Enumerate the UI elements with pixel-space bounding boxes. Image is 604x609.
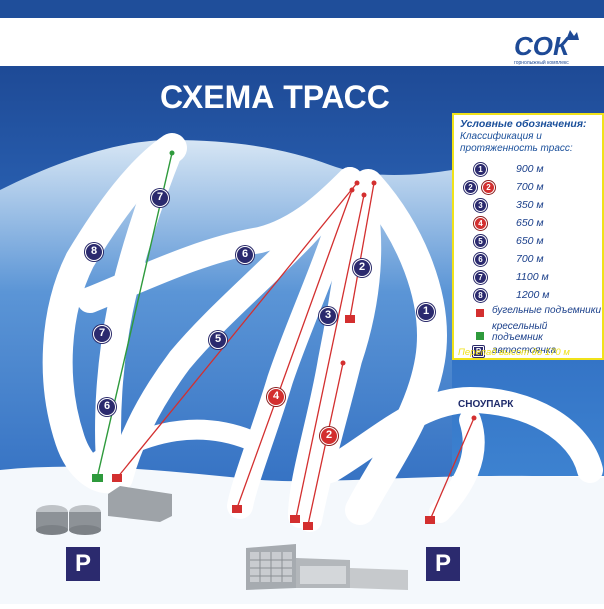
legend-chair-lifts: кресельный подъемник	[492, 321, 548, 343]
trail-marker-7: 7	[93, 325, 111, 343]
legend-row-7: 7 1100 м	[454, 269, 602, 285]
drag-lift-a-station	[112, 474, 122, 482]
legend-badge-8: 8	[474, 289, 487, 302]
parking-sign-right: P	[426, 547, 460, 581]
trail-marker-2: 2	[353, 259, 371, 277]
legend-badge-2a: 2	[464, 181, 477, 194]
drag-lift-c-line	[295, 194, 365, 519]
legend-length-4: 650 м	[516, 217, 544, 229]
trail-marker-2: 2	[320, 427, 338, 445]
legend-length-1: 900 м	[516, 163, 544, 175]
chair-lift-station	[92, 474, 103, 482]
drag-lift-a-line	[116, 182, 358, 479]
drag-lift-d-top	[371, 180, 377, 186]
run-link-a	[90, 419, 260, 470]
legend-row-4: 4 650 м	[454, 215, 602, 231]
drag-lift-legend-icon	[476, 309, 484, 317]
legend-length-8: 1200 м	[516, 289, 550, 301]
legend-row-5: 5 650 м	[454, 233, 602, 249]
parking-legend-icon: P	[473, 346, 484, 357]
trail-marker-8: 8	[85, 243, 103, 261]
trail-marker-3: 3	[319, 307, 337, 325]
buildings	[36, 486, 408, 590]
trail-marker-1: 1	[417, 303, 435, 321]
legend-badge-2b: 2	[482, 181, 495, 194]
legend-length-3: 350 м	[516, 199, 544, 211]
legend-row-8: 8 1200 м	[454, 287, 602, 303]
header-band	[0, 18, 604, 68]
drag-lift-e-top	[340, 360, 346, 366]
drag-lift-b-top	[349, 187, 355, 193]
lodge-left	[108, 486, 172, 522]
map-title: СХЕМА ТРАСС	[160, 79, 390, 115]
lifts	[92, 150, 477, 530]
legend-panel: Условные обозначения: Классификация и пр…	[452, 113, 604, 360]
run-1	[345, 169, 447, 525]
chair-lift-top	[169, 150, 175, 156]
drag-lift-e-station	[303, 522, 313, 530]
tank-2-body	[69, 512, 101, 530]
drag-lift-b-station	[232, 505, 242, 513]
legend-elevation: Перепад высот до 170 м	[458, 347, 570, 358]
drag-lift-d-station	[345, 315, 355, 323]
drag-lift-c-station	[290, 515, 300, 523]
trail-marker-6: 6	[98, 398, 116, 416]
snowpark-run	[317, 387, 603, 483]
legend-length-2: 700 м	[516, 181, 544, 193]
drag-lift-c-top	[361, 192, 367, 198]
legend-badge-6: 6	[474, 253, 487, 266]
snowpark-label: СНОУПАРК	[458, 399, 514, 410]
legend-badge-7: 7	[474, 271, 487, 284]
ski-runs	[42, 133, 603, 532]
logo-mark-icon	[566, 30, 579, 40]
parking-sign-left: P	[66, 547, 100, 581]
tank-1-body	[36, 512, 68, 530]
snowpark-lift-line	[429, 417, 475, 521]
snowpark-lift-station	[425, 516, 435, 524]
brand-logo: СОК горнолыжный комплекс	[514, 30, 579, 66]
logo-tagline: горнолыжный комплекс	[514, 59, 569, 66]
legend-badge-3: 3	[474, 199, 487, 212]
legend-row-6: 6 700 м	[454, 251, 602, 267]
run-8	[42, 133, 187, 494]
legend-length-6: 700 м	[516, 253, 544, 265]
trail-marker-7: 7	[151, 189, 169, 207]
legend-title: Условные обозначения:	[460, 118, 587, 130]
legend-badge-1: 1	[474, 163, 487, 176]
trail-marker-5: 5	[209, 331, 227, 349]
legend-length-7: 1100 м	[516, 271, 549, 283]
hotel-annex	[350, 568, 408, 590]
legend-row-3: 3 350 м	[454, 197, 602, 213]
drag-lift-b-line	[236, 189, 353, 509]
drag-lift-a-top	[354, 180, 360, 186]
legend-subtitle: Классификация и протяженность трасс:	[460, 131, 573, 154]
snowpark-lift-top	[471, 415, 477, 421]
chair-lift-legend-icon	[476, 332, 484, 340]
legend-badge-4: 4	[474, 217, 487, 230]
logo-text: СОК	[514, 31, 571, 61]
top-strip	[0, 0, 604, 18]
legend-row-1: 1 900 м	[454, 161, 602, 177]
snowpark-lane	[429, 409, 485, 523]
legend-length-5: 650 м	[516, 235, 544, 247]
legend-drag-lifts: бугельные подъемники	[492, 305, 602, 316]
drag-lift-d-line	[349, 182, 375, 319]
legend-badge-5: 5	[474, 235, 487, 248]
trail-marker-4: 4	[267, 388, 285, 406]
legend-row-2: 2 2 700 м	[454, 179, 602, 195]
trail-marker-6: 6	[236, 246, 254, 264]
legend-parking: автостоянка	[492, 345, 557, 356]
